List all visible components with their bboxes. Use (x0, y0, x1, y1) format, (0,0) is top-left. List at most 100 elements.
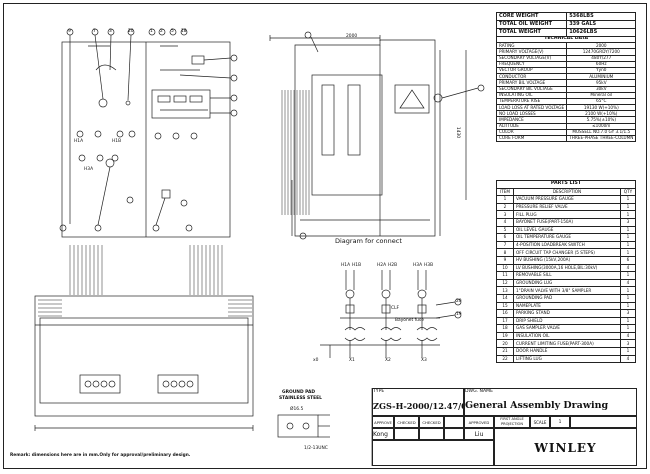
part-qty: 1 (620, 202, 636, 212)
part-description: OIL LEVEL GAUGE (513, 225, 621, 235)
lv-terminal-label: X3 (421, 358, 427, 363)
ground-pad-thread: 1/2-13UNC (304, 446, 328, 451)
callout-label: 2 (160, 29, 163, 34)
part-item: 19 (496, 331, 514, 341)
part-qty: 1 (620, 233, 636, 242)
blank-cell (570, 416, 637, 428)
checked-header: CHECKED (394, 416, 419, 428)
part-item: 8 (496, 248, 514, 257)
ground-pad-hole-dim: Ø16.5 (290, 407, 304, 412)
lv-terminal-label: X2 (385, 358, 391, 363)
dimension-width: 2000 (346, 34, 358, 39)
col-item: ITEM (496, 187, 514, 197)
part-item: 1 (496, 195, 514, 204)
part-description: REMOVABLE SILL (513, 271, 621, 280)
approved-name: Liu (464, 428, 494, 440)
hv-terminal-label: H1A (341, 263, 351, 268)
hv-terminal-label: H3B (424, 263, 434, 268)
blank-cell (444, 428, 464, 440)
part-description: PARKING STAND (513, 309, 621, 318)
scale-label: SCALE (530, 416, 550, 428)
part-description: 1"DRAIN VALVE WITH 3/8" SAMPLER (513, 286, 621, 295)
part-description: BAYONET FUSE(PART-150A) (513, 217, 621, 227)
parts-list-header: PARTS LIST (496, 180, 636, 189)
part-qty: 1 (620, 210, 636, 219)
part-qty: 4 (620, 354, 636, 364)
part-item: 17 (496, 316, 514, 326)
part-description: FILL PLUG (513, 210, 621, 219)
title-block: TYPE DWG. NAME ZGS-H-2000/12.47/0.48 Gen… (372, 388, 637, 466)
part-description: 4-POSITION LOADBREAK SWITCH (513, 240, 621, 250)
part-qty: 4 (620, 278, 636, 288)
hv-label: H1B (112, 139, 122, 144)
part-qty: 4 (620, 263, 636, 273)
part-item: 11 (496, 271, 514, 280)
connection-diagram (320, 270, 462, 358)
diagram-title: Diagram for connect (335, 237, 402, 245)
spec-value: 5368LBS (566, 12, 637, 21)
part-item: 3 (496, 210, 514, 219)
hv-label: H1A (74, 139, 84, 144)
remark-note: Remark: dimensions here are in mm.Only f… (10, 453, 191, 458)
part-qty: 1 (620, 301, 636, 311)
part-description: LIFTING LUG (513, 354, 621, 364)
ground-pad-title: GROUND PAD (282, 390, 315, 395)
part-qty: 1 (620, 240, 636, 250)
part-item: 13 (496, 286, 514, 295)
checked-header-2: CHECKED (419, 416, 444, 428)
callout-label: 5 (171, 29, 174, 34)
part-description: VACUUM PRESSURE GAUGE (513, 195, 621, 204)
type-value: ZGS-H-2000/12.47/0.48 (372, 396, 464, 416)
part-item: 20 (496, 339, 514, 349)
part-description: PRESSURE RELIEF VALVE (513, 202, 621, 212)
part-item: 14 (496, 293, 514, 303)
part-qty: 1 (620, 347, 636, 356)
part-qty: 1 (620, 248, 636, 257)
part-qty: 1 (620, 225, 636, 235)
lv-terminal-label: X1 (349, 358, 355, 363)
callout-label: 19 (456, 312, 462, 317)
approved-header: APPROVED (464, 416, 494, 428)
part-description: HV BUSHING (15kV,200A) (513, 255, 621, 265)
part-description: INSULATION OIL (513, 331, 621, 341)
hv-terminal-label: H2B (388, 263, 398, 268)
spec-label: TOTAL WEIGHT (495, 28, 568, 37)
hv-terminal-label: H1B (352, 263, 362, 268)
type-label: TYPE (372, 388, 464, 396)
callout-label: 7 (93, 29, 96, 34)
hv-terminal-label: H3A (413, 263, 423, 268)
part-item: 10 (496, 263, 514, 273)
approve-name: Kong (372, 428, 394, 440)
drawing-name: General Assembly Drawing (464, 396, 637, 416)
spec-label: CORE WEIGHT (495, 12, 568, 21)
part-description: GROUNDING LUG (513, 278, 621, 288)
approve-header: APPROVE (372, 416, 394, 428)
scale-value: 1 (550, 416, 570, 428)
part-description: CURRENT LIMITING FUSE(PART-300A) (513, 339, 621, 349)
part-qty: 4 (620, 331, 636, 341)
part-qty: 1 (620, 316, 636, 326)
part-item: 6 (496, 233, 514, 242)
callout-label: 20 (128, 29, 134, 34)
